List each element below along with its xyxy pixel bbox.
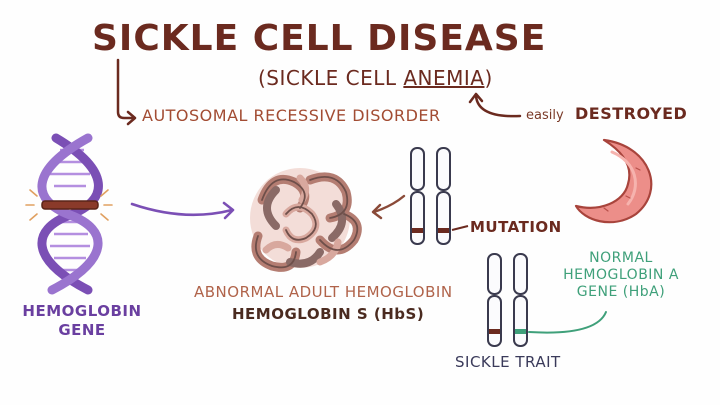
dna-helix-icon [25,133,113,295]
inheritance-label: AUTOSOMAL RECESSIVE DISORDER [142,106,441,125]
destroyed-arrow [468,92,522,118]
sickle-trait-chromosome-pair-icon [487,253,607,347]
sickle-trait-label: SICKLE TRAIT [455,353,561,371]
page-title: SICKLE CELL DISEASE [92,18,547,59]
destroyed-qualifier: easily [526,108,564,123]
hemoglobin-s-molecule-icon [250,168,362,272]
hemoglobin-gene-label: HEMOGLOBIN GENE [22,302,142,339]
mutated-chromosome-pair-icon [410,147,469,245]
mutation-to-protein-arrow [371,194,406,220]
subtitle-open: (SICKLE CELL [258,66,404,90]
title-to-inheritance-arrow [116,58,137,126]
hemoglobin-s-label: HEMOGLOBIN S (HbS) [232,305,425,323]
destroyed-label: DESTROYED [575,104,688,123]
mutation-label: MUTATION [470,218,562,236]
subtitle-underlined-term: ANEMIA [403,66,485,90]
abnormal-hemoglobin-label: ABNORMAL ADULT HEMOGLOBIN [194,283,453,301]
gene-to-protein-arrow [130,201,235,220]
sickle-red-blood-cell-icon [574,138,653,224]
subtitle-close: ) [484,66,493,90]
subtitle: (SICKLE CELL ANEMIA) [258,66,493,90]
normal-gene-label: NORMAL HEMOGLOBIN A GENE (HbA) [563,250,679,300]
